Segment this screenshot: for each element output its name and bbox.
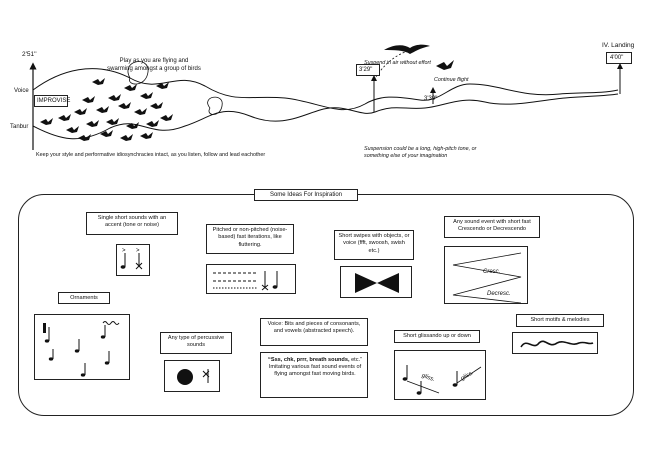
improvise-box: IMPROVISE <box>34 95 71 107</box>
time-400-label: 4'00'' <box>610 55 624 61</box>
single-short-notation: >> <box>116 244 150 276</box>
ornaments-caption: Ornaments <box>58 292 110 304</box>
keep-instruction: Keep your style and performative idiosyn… <box>36 152 266 158</box>
time-329-box: 3'29'' <box>356 64 380 76</box>
gliss-notes <box>402 365 482 395</box>
time-329-label: 3'29'' <box>359 67 373 73</box>
voice-quote-rest: etc.” Imitating various fast sound event… <box>268 357 362 377</box>
squiggle-line <box>520 340 594 348</box>
tanbur-label: Tanbur <box>10 124 29 130</box>
percussive-icons <box>177 369 210 385</box>
motifs-notation <box>512 332 598 354</box>
svg-text:>: > <box>136 248 140 254</box>
suspend-instruction: Suspend in air without effort <box>364 60 431 66</box>
glissando-caption: Short glissando up or down <box>394 330 480 343</box>
bowtie-icon <box>355 273 399 293</box>
decresc-label: Decresc. <box>487 291 511 297</box>
inspiration-title-box: Some Ideas For Inspiration <box>254 189 358 201</box>
percussive-caption: Any type of percussive sounds <box>160 332 232 354</box>
suspension-note: Suspension could be a long, high-pitch t… <box>364 146 477 159</box>
voice-quote: “Sss, chk, prrr, breath sounds, etc.” Im… <box>264 357 366 378</box>
ornament-notes <box>43 321 120 377</box>
pitched-caption: Pitched or non-pitched (noise-based) fas… <box>206 224 294 254</box>
bird-flock <box>40 78 173 141</box>
percussive-notation <box>164 360 220 392</box>
motifs-caption: Short motifs & melodies <box>516 314 604 327</box>
continue-bird <box>436 60 454 70</box>
single-short-caption: Single short sounds with an accent (tone… <box>86 212 178 235</box>
voice-quote-bold: “Sss, chk, prrr, breath sounds, <box>268 357 350 363</box>
time-339-label: 3'39'' <box>424 96 438 102</box>
continue-instruction: Continue flight <box>434 77 469 83</box>
tanbur-flight-line <box>32 93 619 140</box>
hairpin-graphic <box>452 252 522 304</box>
cresc-label: Cresc. <box>483 269 501 275</box>
voice-bits-caption: Voice: Bits and pieces of consonants, an… <box>260 318 368 346</box>
glissando-notation: gliss. gliss. <box>394 350 486 400</box>
time-400-box: 4'00'' <box>606 52 632 64</box>
pitched-notation <box>206 264 296 294</box>
voice-label: Voice <box>14 88 29 94</box>
start-time-label: 2'51'' <box>22 51 37 58</box>
tanbur-loop <box>207 96 223 115</box>
swipes-caption: Short swipes with objects, or voice (fff… <box>334 230 414 260</box>
voice-loop <box>127 61 149 85</box>
crescendo-caption: Any sound event with short fast Crescend… <box>444 216 540 238</box>
ornaments-notation <box>34 314 130 380</box>
single-short-notes: >> <box>120 248 143 270</box>
crescendo-notation: Cresc. Decresc. <box>444 246 528 304</box>
pitched-staff <box>213 271 278 291</box>
voice-quote-box: “Sss, chk, prrr, breath sounds, etc.” Im… <box>260 352 368 398</box>
timeline-graphic <box>29 44 623 150</box>
svg-text:>: > <box>122 248 126 254</box>
inspiration-title: Some Ideas For Inspiration <box>269 192 343 198</box>
swipes-notation <box>340 266 412 298</box>
fly-instruction: Play as you are flying and swarming amon… <box>107 58 201 72</box>
improvise-label: IMPROVISE <box>37 98 71 104</box>
landing-title: IV. Landing <box>602 42 635 49</box>
voice-flight-line <box>32 68 619 111</box>
soaring-bird <box>384 44 430 54</box>
